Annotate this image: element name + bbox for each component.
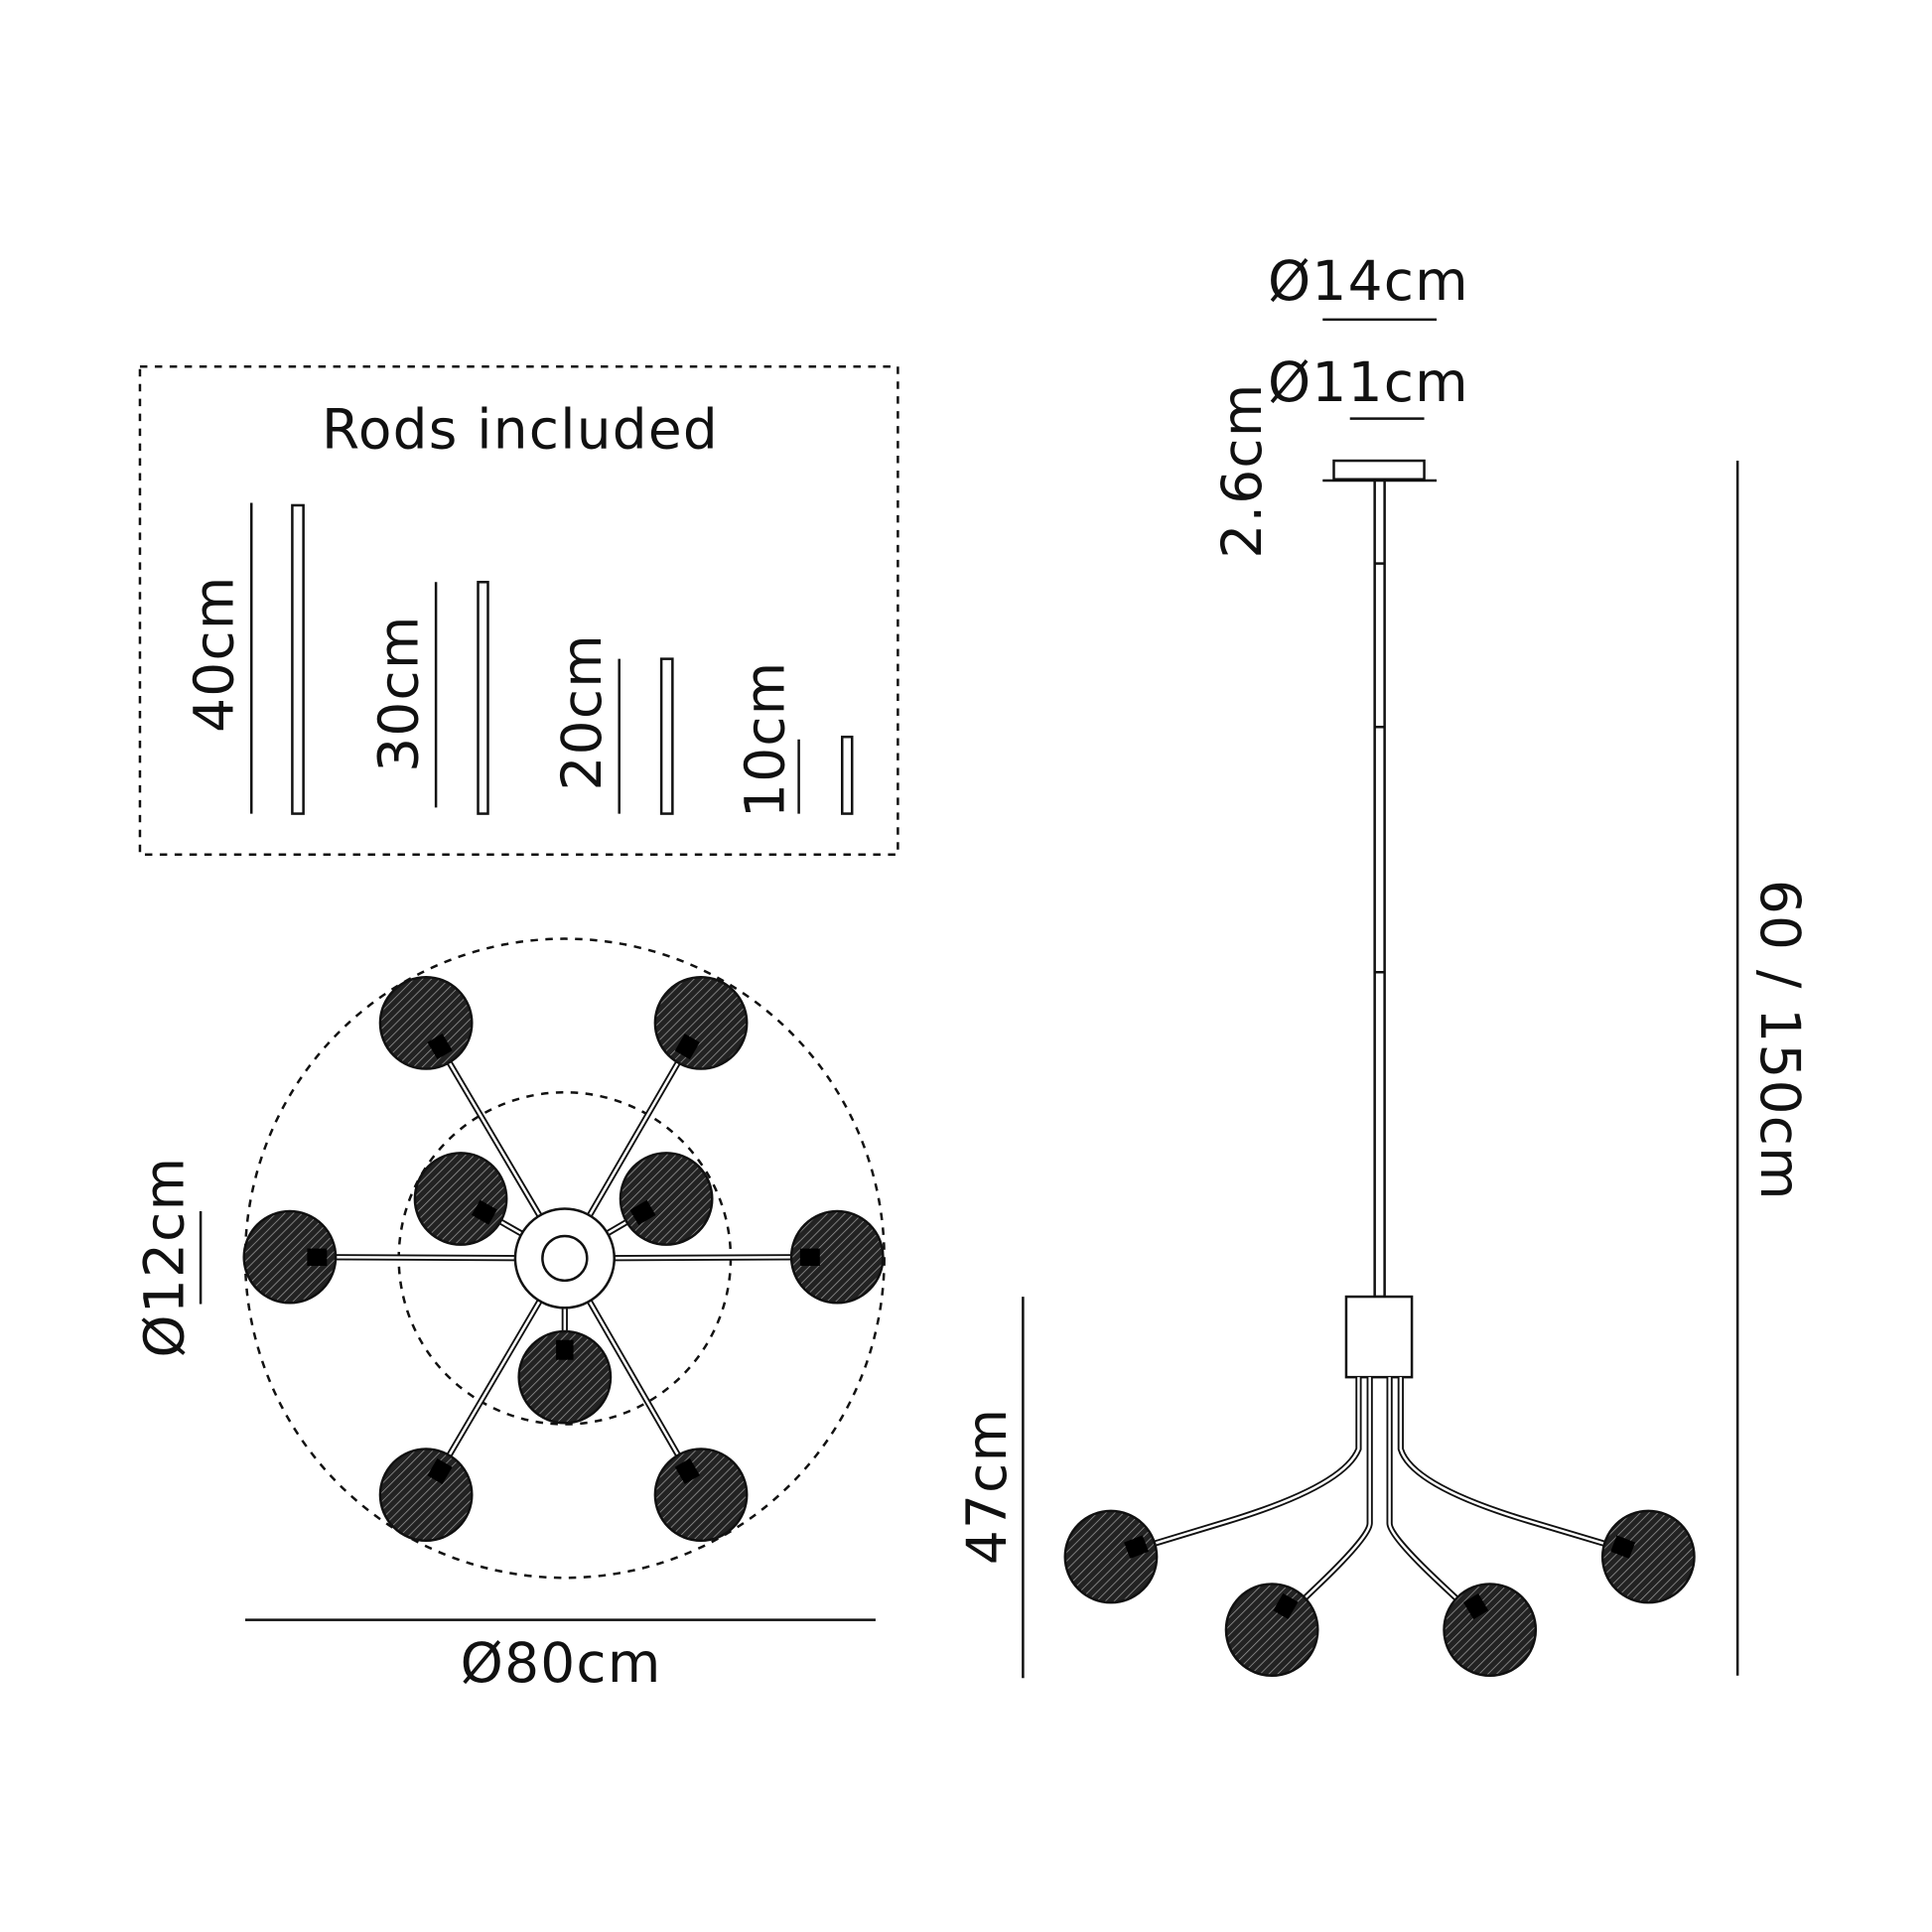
lamp-holder bbox=[629, 1199, 656, 1225]
hub-center bbox=[541, 1234, 589, 1283]
total-height-label: 60 / 150cm bbox=[1748, 880, 1812, 1201]
side-view bbox=[1063, 459, 1696, 1678]
central-body bbox=[1344, 1295, 1414, 1379]
lamp-holder bbox=[1610, 1535, 1636, 1559]
glass-globe bbox=[1224, 1583, 1319, 1678]
lamp-holder bbox=[1463, 1593, 1489, 1620]
lamp-holder bbox=[427, 1457, 453, 1485]
diameter-label: Ø80cm bbox=[461, 1631, 662, 1695]
ceiling-canopy bbox=[1332, 459, 1426, 482]
glass-globe bbox=[653, 975, 749, 1070]
suspension-rod bbox=[1373, 479, 1386, 1299]
glass-globe bbox=[653, 1448, 749, 1543]
glass-globe bbox=[789, 1209, 885, 1305]
rod-30 bbox=[477, 581, 489, 815]
shade-diameter-label: Ø12cm bbox=[133, 1157, 197, 1358]
lamp-holder bbox=[674, 1457, 700, 1484]
glass-globe bbox=[413, 1152, 508, 1246]
rod-40 bbox=[291, 503, 305, 815]
glass-globe bbox=[378, 975, 474, 1070]
lamp-holder bbox=[307, 1248, 328, 1267]
rods-included-panel: Rods included 40cm 30cm 20cm 10cm bbox=[138, 364, 899, 856]
glass-globe bbox=[242, 1209, 338, 1305]
glass-globe bbox=[378, 1448, 474, 1543]
glass-globe bbox=[1063, 1509, 1159, 1604]
lamp-holder bbox=[427, 1033, 453, 1060]
rods-title: Rods included bbox=[322, 398, 719, 462]
side-arm-inner bbox=[1399, 1377, 1649, 1559]
lamp-holder bbox=[471, 1199, 497, 1225]
rods-box-border bbox=[138, 364, 899, 856]
lamp-holder bbox=[674, 1034, 700, 1060]
outer-diameter-circle bbox=[243, 937, 886, 1580]
rod-20-label: 20cm bbox=[550, 633, 614, 790]
lamp-holder bbox=[556, 1339, 574, 1360]
side-arm-inner bbox=[1110, 1377, 1360, 1559]
lamp-holder bbox=[1124, 1535, 1150, 1559]
side-arm-inner bbox=[1271, 1377, 1371, 1631]
canopy-outer-label: Ø14cm bbox=[1268, 249, 1469, 313]
body-height-label: 47cm bbox=[955, 1408, 1019, 1565]
canopy-height-label: 2.6cm bbox=[1210, 382, 1274, 558]
glass-globe bbox=[1600, 1509, 1696, 1604]
side-arm-inner bbox=[1388, 1377, 1491, 1631]
rod-10-label: 10cm bbox=[734, 660, 797, 817]
glass-globe bbox=[1443, 1583, 1538, 1678]
rod-30-label: 30cm bbox=[366, 615, 430, 771]
lamp-holder bbox=[1273, 1592, 1299, 1619]
lamp-holder bbox=[799, 1248, 820, 1267]
rod-20 bbox=[659, 657, 674, 815]
top-view bbox=[242, 937, 886, 1580]
rod-10 bbox=[841, 735, 854, 815]
glass-globe bbox=[517, 1329, 613, 1425]
rod-40-label: 40cm bbox=[183, 575, 246, 732]
glass-globe bbox=[619, 1152, 714, 1246]
canopy-inner-label: Ø11cm bbox=[1268, 350, 1469, 414]
